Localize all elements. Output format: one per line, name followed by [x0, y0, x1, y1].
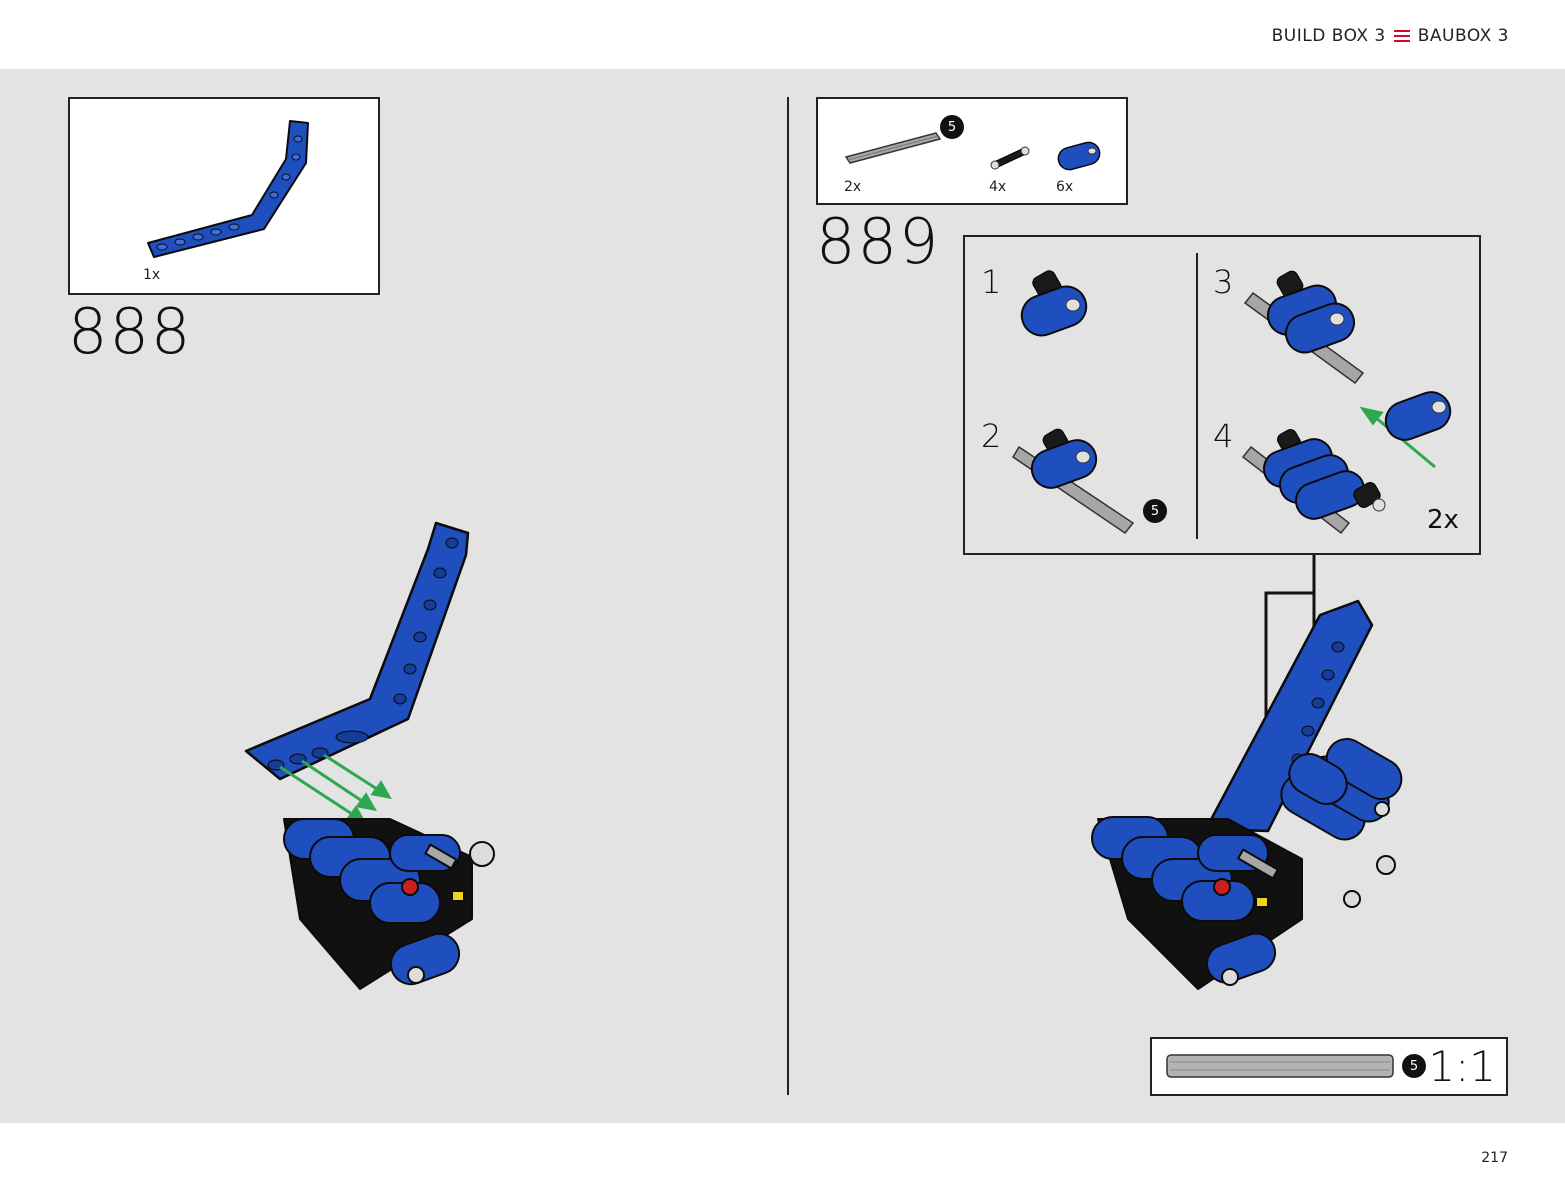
- axle-scale-icon: [1166, 1054, 1394, 1078]
- instruction-content: 1x 888: [0, 69, 1565, 1123]
- scale-length-badge: 5: [1402, 1054, 1426, 1078]
- header-label-de: BAUBOX 3: [1417, 26, 1509, 46]
- substep-multiplier: 2x: [1427, 505, 1459, 535]
- step-number-888: 888: [68, 295, 193, 368]
- page-footer: 217: [0, 1123, 1565, 1191]
- part-qty-pin: 4x: [989, 179, 1007, 195]
- substep-number-1: 1: [981, 263, 1002, 301]
- page-number: 217: [1481, 1150, 1508, 1166]
- pin-icon: [990, 146, 1030, 170]
- parts-box-888: 1x: [68, 97, 380, 295]
- subassembly-box: 1 2 5 3 4: [963, 235, 1481, 555]
- parts-box-889: 5 2x 4x 6x: [816, 97, 1128, 205]
- bent-liftarm-icon: [147, 120, 309, 258]
- substep-number-2: 2: [981, 417, 1002, 455]
- step-number-889: 889: [816, 205, 941, 278]
- model-illustration-889: [1091, 599, 1403, 990]
- substep-number-3: 3: [1213, 263, 1234, 301]
- axle-length-badge: 5: [940, 115, 964, 139]
- liftarm-icon: [1057, 141, 1101, 171]
- substep-1-illustration: [1020, 270, 1088, 337]
- substep-2-axle-badge: 5: [1143, 499, 1167, 523]
- substep-2-illustration: [1011, 428, 1135, 535]
- part-qty-axle: 2x: [844, 179, 862, 195]
- scale-label: 1:1: [1428, 1042, 1496, 1091]
- part-qty-liftarm: 6x: [1056, 179, 1074, 195]
- part-qty-liftarm: 1x: [143, 267, 161, 283]
- menu-icon: [1393, 30, 1410, 42]
- scale-reference-box: 5 1:1: [1150, 1037, 1508, 1096]
- header-label-en: BUILD BOX 3: [1271, 26, 1386, 46]
- substep-3-illustration: [1243, 270, 1452, 469]
- axle-icon: [844, 132, 942, 164]
- model-illustration-888: [244, 521, 495, 990]
- page-header: BUILD BOX 3 BAUBOX 3: [0, 0, 1565, 69]
- header-title: BUILD BOX 3 BAUBOX 3: [1272, 26, 1509, 46]
- substep-4-illustration: [1241, 429, 1386, 535]
- subassembly-divider: [1196, 253, 1198, 539]
- page-divider: [787, 97, 789, 1095]
- substep-number-4: 4: [1213, 417, 1234, 455]
